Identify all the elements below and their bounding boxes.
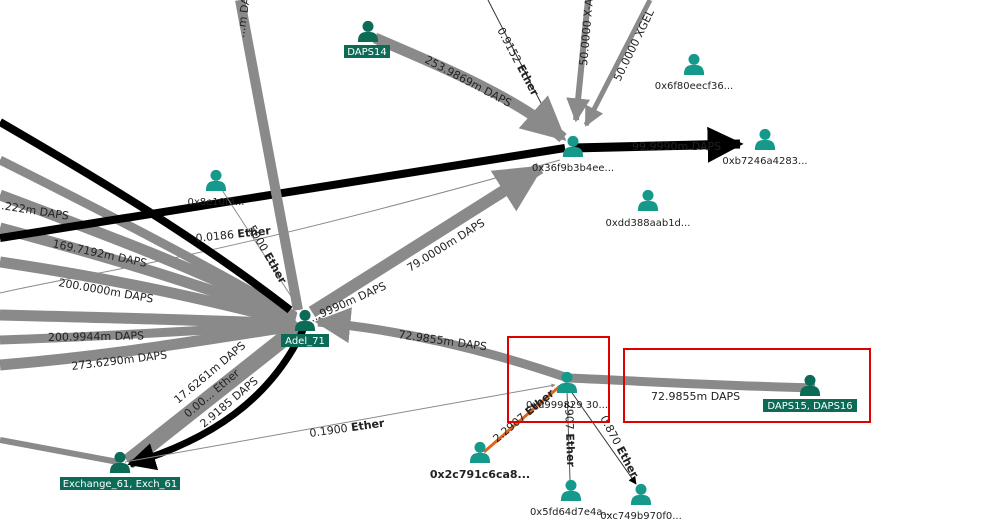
- edge-left-169[interactable]: [0, 222, 297, 326]
- edge-left-200a[interactable]: [0, 256, 297, 328]
- node-daps1516[interactable]: DAPS15, DAPS16: [763, 374, 857, 412]
- node-label-exchange: Exchange_61, Exch_61: [63, 479, 178, 490]
- node-tag-bg: [344, 45, 390, 58]
- node-exchange[interactable]: Exchange_61, Exch_61: [60, 451, 180, 490]
- label-0186-unit: Ether: [237, 224, 272, 240]
- label-daps14: 253.9869m DAPS: [423, 53, 514, 110]
- person-icon: [205, 169, 227, 191]
- node-2c79[interactable]: 0x2c791c6ca8...: [430, 441, 530, 481]
- node-adel[interactable]: Adel_71: [281, 309, 329, 347]
- label-1900: 0.1900 Ether: [309, 417, 386, 440]
- node-daps14[interactable]: DAPS14: [344, 20, 390, 58]
- person-icon: [560, 479, 582, 501]
- edge-left-extra1[interactable]: [0, 155, 298, 320]
- edge-xab[interactable]: [566, 0, 591, 123]
- node-36f9[interactable]: 0x36f9b3b4ee...: [532, 135, 614, 174]
- node-c749[interactable]: 0xc749b970f0...: [600, 483, 682, 522]
- person-icon: [357, 20, 379, 42]
- label-2290-value: 2.2907: [491, 411, 529, 446]
- label-to-b724: 99.9990m DAPS: [632, 140, 721, 153]
- node-tag-bg: [60, 477, 180, 490]
- node-label-daps14: DAPS14: [347, 47, 386, 58]
- label-ether-top-unit: Ether: [514, 62, 541, 98]
- nodes: DAPS14 0x6f80eecf36... 0x36f9b3b4ee... 0…: [60, 20, 857, 522]
- edge-daps14-36f9[interactable]: [372, 32, 567, 143]
- label-xgel: 50.0000 XGEL: [611, 7, 657, 84]
- label-ether-top: 0.9152 Ether: [494, 25, 541, 98]
- label-0186: 0.0186 Ether: [195, 224, 272, 245]
- person-icon: [637, 189, 659, 211]
- label-xab: 50.0000 X-AB: [577, 0, 596, 66]
- node-label-2c79: 0x2c791c6ca8...: [430, 468, 530, 481]
- edge-adel-exch-black[interactable]: [127, 328, 307, 471]
- node-5fd6[interactable]: 0x5fd64d7e4a...: [530, 479, 612, 518]
- edge-2c79-999[interactable]: [483, 384, 561, 454]
- person-icon: [683, 53, 705, 75]
- label-1900-value: 0.1900: [309, 422, 349, 440]
- edge-top-daps[interactable]: [235, 0, 303, 311]
- label-ether-top-value: 0.9152: [494, 25, 524, 65]
- node-tag-bg: [281, 334, 329, 347]
- highlight-box-daps1516: [623, 348, 871, 423]
- person-icon: [754, 128, 776, 150]
- label-1900-unit: Ether: [350, 417, 386, 435]
- edges: [0, 0, 816, 485]
- node-label-6f80: 0x6f80eecf36...: [655, 81, 733, 92]
- node-dd38[interactable]: 0xdd388aab1d...: [606, 189, 691, 229]
- edge-999-5fd[interactable]: [566, 389, 571, 481]
- label-5fd: 2907 Ether: [562, 402, 577, 468]
- edge-adel-exch-gray[interactable]: [123, 319, 305, 469]
- label-c74-value: 0.870: [597, 413, 623, 447]
- edge-left-exch[interactable]: [0, 437, 119, 465]
- node-label-36f9: 0x36f9b3b4ee...: [532, 163, 614, 174]
- edge-left-extra2[interactable]: [0, 320, 296, 345]
- node-tag-bg: [763, 399, 857, 412]
- node-label-b724: 0xb7246a4283...: [722, 156, 807, 167]
- node-8e10[interactable]: 0x8e10f3...: [188, 169, 245, 208]
- label-72a: 72.9855m DAPS: [398, 328, 488, 353]
- node-6f80[interactable]: 0x6f80eecf36...: [655, 53, 733, 92]
- node-999[interactable]: 0xa999829 30...: [526, 371, 608, 411]
- label-0186-value: 0.0186: [195, 228, 235, 245]
- edge-left-thin[interactable]: [0, 159, 561, 294]
- node-label-dd38: 0xdd388aab1d...: [606, 218, 691, 229]
- person-icon: [630, 483, 652, 505]
- edge-black-long[interactable]: [0, 144, 566, 242]
- label-2290: 2.2907 Ether: [491, 386, 558, 445]
- label-72b: 72.9855m DAPS: [651, 390, 740, 403]
- label-222: ...222m DAPS: [0, 198, 70, 223]
- edge-xgel[interactable]: [583, 0, 653, 127]
- edge-thin-8e10-adel[interactable]: [221, 189, 301, 311]
- label-5fd-unit: Ether: [563, 433, 577, 467]
- node-label-adel: Adel_71: [285, 336, 325, 347]
- edge-999-c74[interactable]: [569, 389, 637, 485]
- label-200b: 200.9944m DAPS: [48, 329, 144, 344]
- node-label-999: 0xa999829 30...: [526, 400, 608, 411]
- node-b724[interactable]: 0xb7246a4283...: [722, 128, 808, 167]
- label-c74-unit: Ether: [614, 444, 641, 480]
- highlight-box-999: [507, 336, 610, 423]
- node-label-daps1516: DAPS15, DAPS16: [767, 401, 852, 412]
- node-label-5fd6: 0x5fd64d7e4a...: [530, 507, 612, 518]
- node-label-8e10: 0x8e10f3...: [188, 197, 245, 208]
- node-label-c749: 0xc749b970f0...: [600, 511, 682, 522]
- label-c74: 0.870 Ether: [597, 413, 641, 480]
- edge-adel-36f9[interactable]: [308, 162, 545, 318]
- person-icon: [469, 441, 491, 463]
- edge-black-36f9-b724[interactable]: [572, 126, 744, 163]
- edge-exch-999[interactable]: [124, 383, 556, 463]
